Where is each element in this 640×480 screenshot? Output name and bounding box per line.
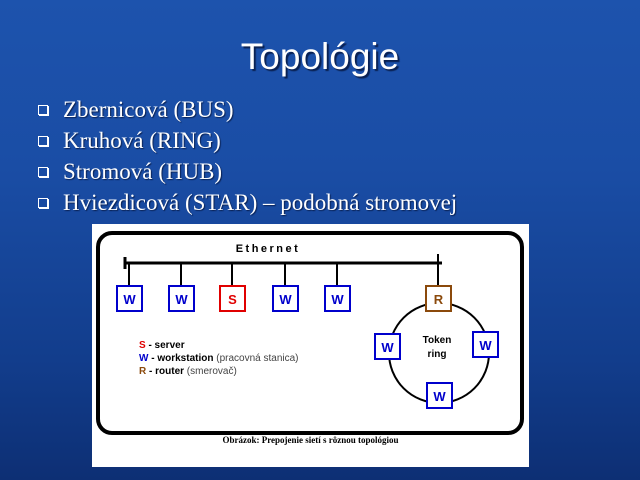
legend-row: S - server: [139, 339, 299, 352]
figure-caption: Obrázok: Prepojenie sietí s rôznou topol…: [222, 435, 399, 445]
bus-node-label: S: [228, 292, 237, 307]
legend: S - server W - workstation (pracovná sta…: [139, 339, 299, 378]
legend-note: (pracovná stanica): [216, 353, 299, 364]
bullet-item: Zbernicová (BUS): [38, 94, 457, 125]
square-bullet-icon: [38, 104, 48, 115]
ring-node-workstation: [374, 333, 401, 360]
square-bullet-icon: [38, 135, 48, 146]
diagram-frame: [96, 231, 524, 435]
legend-row: W - workstation (pracovná stanica): [139, 352, 299, 365]
slide-title: Topológie: [240, 36, 400, 77]
legend-term: - server: [148, 340, 185, 351]
router-node: [425, 285, 452, 312]
bus-node-workstation: [116, 285, 143, 312]
ring-node-label: W: [479, 338, 492, 353]
router-node-label: R: [434, 292, 444, 307]
ring-label-line2: ring: [428, 349, 447, 360]
ring-label-line1: Token: [423, 335, 452, 346]
ring-node-workstation: [426, 382, 453, 409]
bus-node-workstation: [168, 285, 195, 312]
ring-node-label: W: [381, 340, 394, 355]
bullet-item: Stromová (HUB): [38, 156, 457, 187]
bullet-text: Stromová (HUB): [63, 158, 223, 184]
bullet-text: Kruhová (RING): [63, 127, 221, 153]
ring-node-label: W: [433, 389, 446, 404]
bullet-text: Zbernicová (BUS): [63, 96, 234, 122]
bus-node-label: W: [175, 292, 188, 307]
bus-node-server: [219, 285, 246, 312]
legend-code: S: [139, 340, 146, 351]
legend-code: R: [139, 366, 147, 377]
bus-node-label: W: [331, 292, 344, 307]
bullet-list: Zbernicová (BUS) Kruhová (RING) Stromová…: [38, 94, 457, 218]
legend-term: - router: [149, 366, 185, 377]
square-bullet-icon: [38, 166, 48, 177]
legend-term: - workstation: [151, 353, 214, 364]
bus-node-workstation: [272, 285, 299, 312]
bus-node-workstation: [324, 285, 351, 312]
topology-svg: Ethernet W W S W W R W W W Token ring: [96, 231, 524, 435]
bullet-item: Hviezdicová (STAR) – podobná stromovej: [38, 187, 457, 218]
bus-label: Ethernet: [236, 243, 301, 255]
legend-row: R - router (smerovač): [139, 365, 299, 378]
ring-node-workstation: [472, 331, 499, 358]
topology-diagram: Ethernet W W S W W R W W W Token ring S …: [92, 224, 529, 467]
bullet-item: Kruhová (RING): [38, 125, 457, 156]
legend-code: W: [139, 353, 149, 364]
bullet-text: Hviezdicová (STAR) – podobná stromovej: [63, 189, 458, 215]
bus-node-label: W: [123, 292, 136, 307]
square-bullet-icon: [38, 197, 48, 208]
legend-note: (smerovač): [186, 366, 237, 377]
bus-node-label: W: [279, 292, 292, 307]
